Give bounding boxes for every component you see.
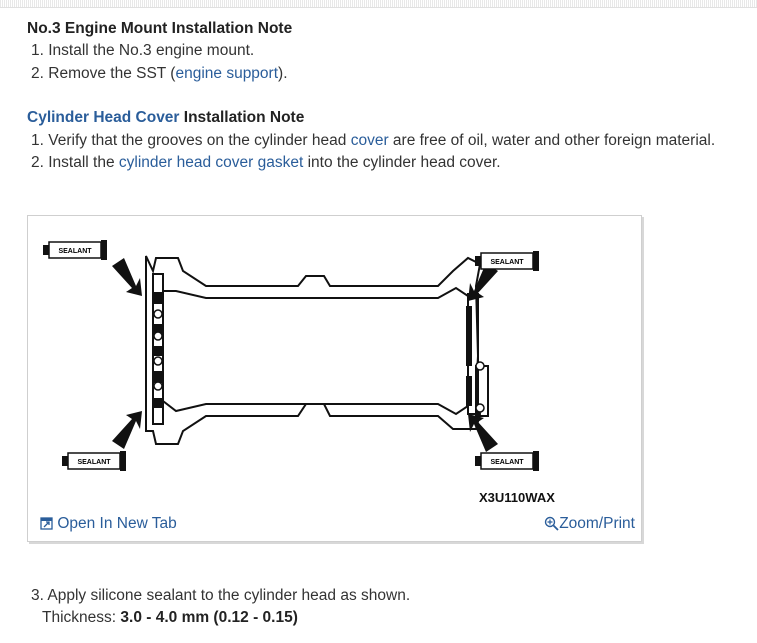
step-install-mount: 1. Install the No.3 engine mount. [31, 42, 254, 60]
thickness-line: Thickness: 3.0 - 4.0 mm (0.12 - 0.15) [42, 609, 298, 627]
step-text-pre: Remove the SST ( [48, 65, 176, 82]
step-remove-sst: 2. Remove the SST (engine support). [31, 65, 288, 83]
cylinder-head-cover-link[interactable]: Cylinder Head Cover [27, 109, 180, 126]
zoom-print-button[interactable]: Zoom/Print [544, 515, 635, 533]
step-number: 1. [31, 42, 44, 59]
engine-support-link[interactable]: engine support [175, 65, 279, 82]
step-text-post: into the cylinder head cover. [303, 154, 501, 171]
cylinder-head-cover-gasket-link[interactable]: cylinder head cover gasket [118, 154, 304, 171]
sealant-tube-top-left: SEALANT [43, 240, 107, 260]
top-divider [0, 0, 757, 8]
sealant-label: SEALANT [58, 248, 92, 255]
sealant-tube-bottom-right: SEALANT [475, 451, 539, 471]
sealant-tube-bottom-left: SEALANT [62, 451, 126, 471]
step-text: Apply silicone sealant to the cylinder h… [47, 587, 411, 604]
zoom-icon [544, 517, 559, 532]
thickness-value: 3.0 - 4.0 mm (0.12 - 0.15) [120, 609, 298, 626]
step-number: 1. [31, 132, 44, 149]
new-tab-icon [40, 517, 53, 531]
step-text-pre: Verify that the grooves on the cylinder … [48, 132, 351, 149]
heading-rest: Installation Note [179, 109, 305, 126]
step-number: 2. [31, 154, 44, 171]
step-text-post: ). [278, 65, 288, 82]
step-verify-grooves: 1. Verify that the grooves on the cylind… [31, 132, 715, 150]
cylinder-head-sealant-diagram[interactable]: SEALANT SEALANT SEALANT SEALANT [28, 216, 641, 506]
figure-container: SEALANT SEALANT SEALANT SEALANT X3U110WA… [27, 215, 642, 542]
step-number: 2. [31, 65, 44, 82]
open-in-new-tab-label: Open In New Tab [57, 515, 177, 532]
sealant-label: SEALANT [490, 259, 524, 266]
zoom-print-label: Zoom/Print [559, 515, 635, 532]
sealant-tube-top-right: SEALANT [475, 251, 539, 271]
step-number: 3. [31, 587, 44, 604]
step-text-pre: Install the [48, 154, 119, 171]
open-in-new-tab-button[interactable]: Open In New Tab [40, 515, 177, 533]
step-apply-sealant: 3. Apply silicone sealant to the cylinde… [31, 587, 410, 605]
sealant-label: SEALANT [490, 459, 524, 466]
section-heading-engine-mount: No.3 Engine Mount Installation Note [27, 20, 293, 37]
figure-code: X3U110WAX [479, 490, 555, 505]
step-text-post: are free of oil, water and other foreign… [388, 132, 716, 149]
figure-toolbar: Open In New Tab Zoom/Print [28, 512, 641, 534]
sealant-label: SEALANT [77, 459, 111, 466]
step-text: Install the No.3 engine mount. [48, 42, 255, 59]
step-install-gasket: 2. Install the cylinder head cover gaske… [31, 154, 501, 172]
thickness-label: Thickness: [42, 609, 121, 626]
cover-link[interactable]: cover [350, 132, 389, 149]
section-heading-cylinder-head-cover: Cylinder Head Cover Installation Note [27, 109, 304, 127]
